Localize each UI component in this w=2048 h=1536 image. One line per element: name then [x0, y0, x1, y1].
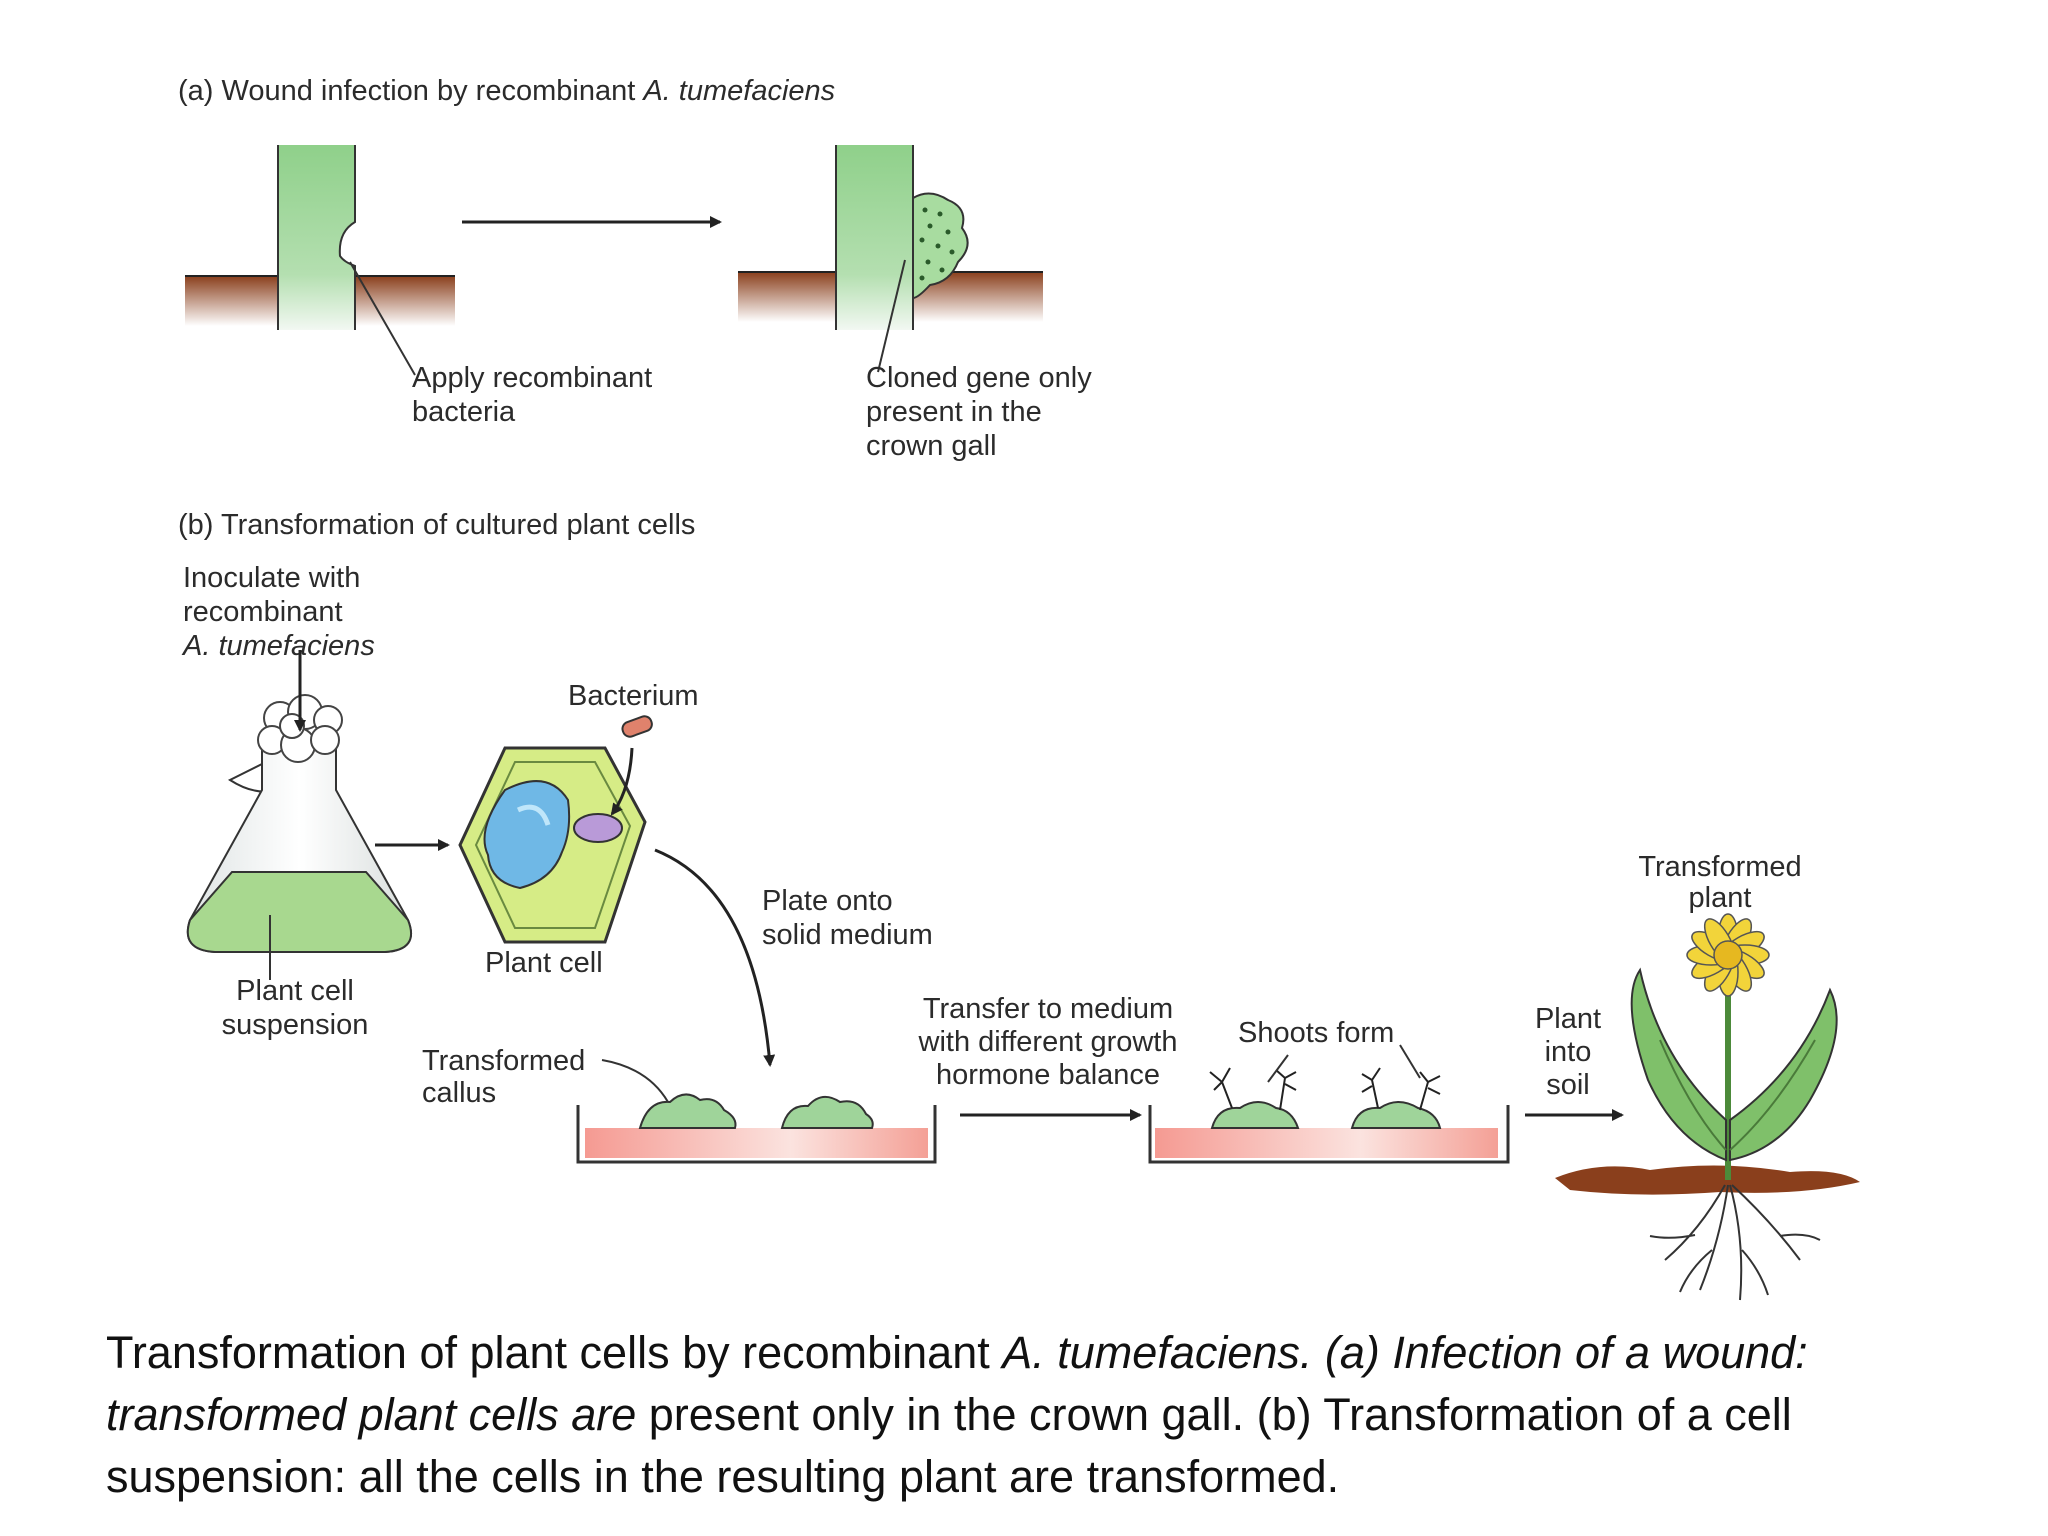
medium-2	[1155, 1128, 1498, 1158]
stem-left	[278, 145, 355, 330]
label-shoots: Shoots form	[1238, 1017, 1394, 1049]
apply-pointer	[349, 261, 416, 376]
panel-b-title: (b) Transformation of cultured plant cel…	[178, 509, 695, 541]
plant-soil	[1555, 1165, 1860, 1195]
petri-dish-callus	[576, 1059, 937, 1164]
flower-center	[1713, 940, 1743, 970]
bacterium-shape	[621, 715, 653, 738]
label-bacterium: Bacterium	[568, 680, 699, 712]
wounded-stem-illustration	[185, 145, 455, 376]
callus-shoot-1	[1210, 1101, 1300, 1129]
callus-1	[638, 1093, 737, 1129]
callus-shoot-2	[1350, 1101, 1442, 1129]
flask-cotton-plug	[257, 694, 343, 763]
vacuole	[483, 780, 571, 890]
panel-a-title: (a) Wound infection by recombinant A. tu…	[178, 75, 835, 107]
leaf-right	[1729, 987, 1838, 1162]
shoots	[1209, 1067, 1441, 1111]
cloned-pointer	[877, 259, 906, 373]
flask-liquid	[186, 871, 413, 953]
petri-dish-shoots	[1148, 1044, 1510, 1164]
figure-caption: Transformation of plant cells by recombi…	[106, 1327, 1808, 1502]
arrow-plate-onto-medium	[654, 848, 776, 1067]
leaf-left	[1630, 967, 1727, 1162]
nucleus	[573, 813, 623, 843]
callus-2	[780, 1095, 874, 1129]
label-plant-cell: Plant cell	[485, 947, 603, 979]
transformed-plant-illustration	[1555, 913, 1860, 1301]
plant-cell-illustration	[458, 715, 653, 944]
medium-1	[585, 1128, 928, 1158]
flask-illustration	[186, 650, 413, 980]
crown-gall-stem-illustration	[738, 145, 1043, 373]
plant-roots	[1649, 1184, 1821, 1301]
